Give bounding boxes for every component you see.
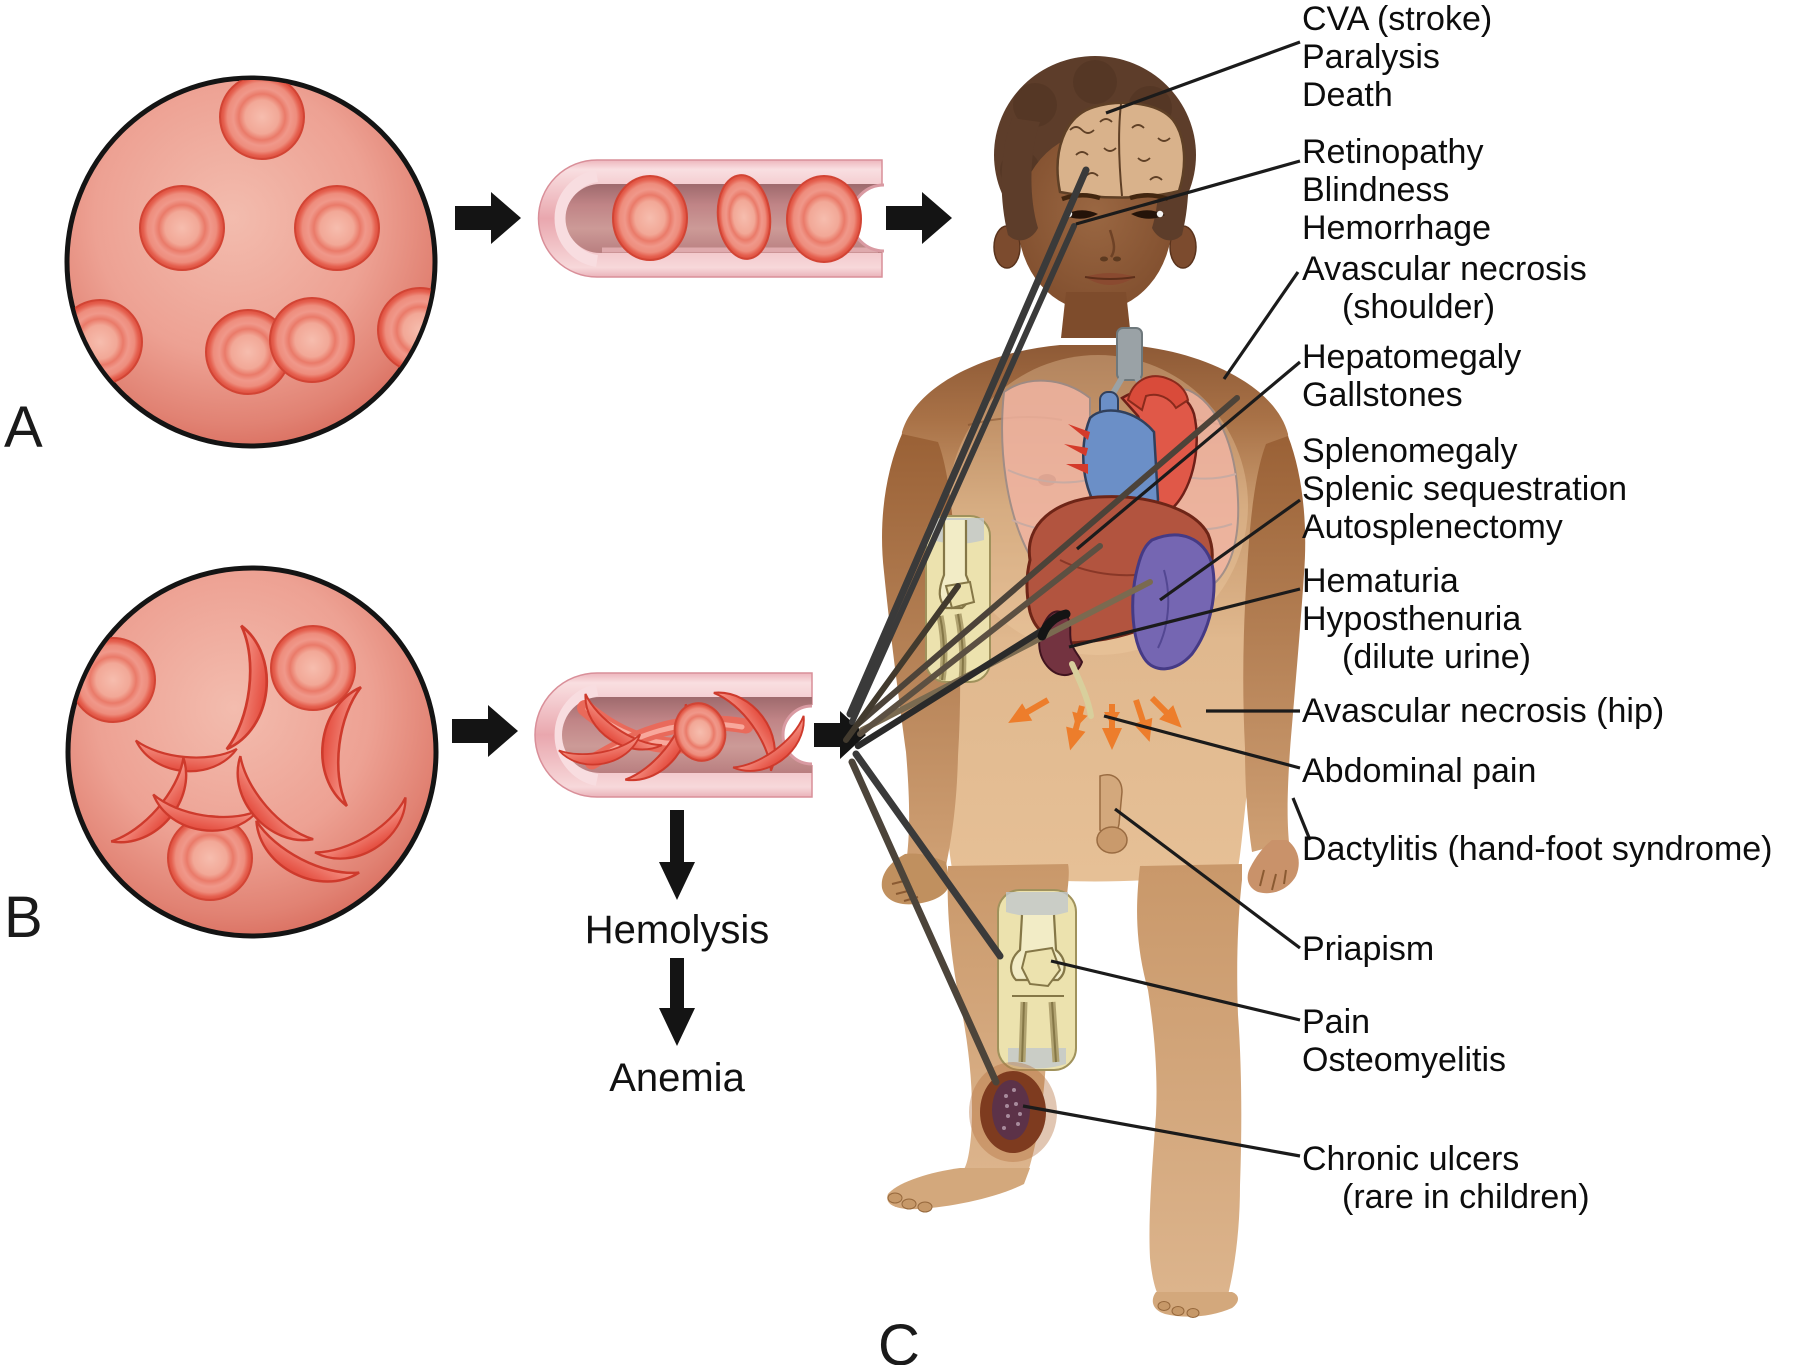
panel-a-label: A: [4, 395, 43, 460]
pain-arrows: [1008, 695, 1182, 751]
arrow-vessel-to-body: [886, 192, 952, 244]
vessel-to-site-lines: [843, 166, 1240, 1086]
hemolysis-label: Hemolysis: [584, 908, 770, 952]
panel-b-label: B: [4, 885, 43, 950]
nose-mouth: [1084, 229, 1136, 285]
flow-arrows: [452, 192, 952, 1046]
arrow-down-to-hemolysis: [659, 810, 695, 900]
ureter: [1069, 661, 1094, 719]
right-foot: [887, 1168, 1030, 1210]
arrow-b-to-vessel: [452, 705, 518, 757]
spleen: [1131, 533, 1216, 671]
left-leg: [1137, 864, 1242, 1295]
genitals: [1096, 774, 1128, 854]
arrow-a-to-vessel: [455, 192, 521, 244]
heart: [1064, 375, 1198, 524]
leg-ulcer: [969, 1062, 1057, 1162]
occluded-blood-flow-vessel: [534, 672, 842, 798]
left-hand: [1247, 840, 1299, 894]
anemia-label: Anemia: [609, 1056, 745, 1100]
exposed-brain: [1056, 101, 1186, 199]
neck: [1061, 292, 1131, 338]
normal-rbc-micrograph: [64, 75, 438, 449]
label-pointer-lines: [1022, 40, 1312, 1158]
left-arm: [1243, 436, 1306, 852]
normal-blood-flow-vessel: [537, 159, 918, 278]
panel-c-label: C: [878, 1313, 920, 1365]
knee-bone-cutout: [997, 889, 1077, 1071]
eyes: [1061, 193, 1169, 219]
arrow-down-to-anemia: [659, 958, 695, 1046]
sickled-rbc-micrograph: [65, 565, 439, 939]
